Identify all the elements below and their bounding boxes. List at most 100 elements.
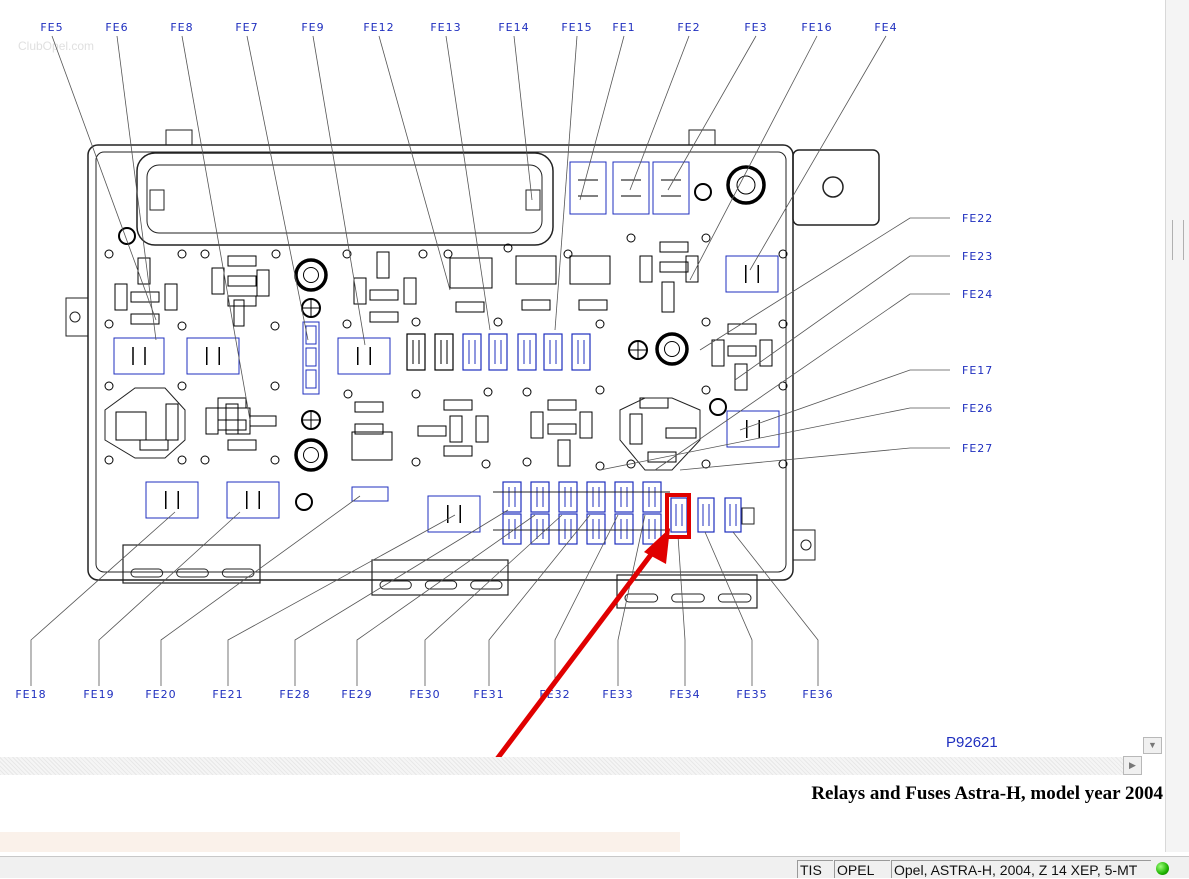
terminal <box>711 339 725 367</box>
screw-inner <box>736 175 756 195</box>
terminal <box>449 415 463 443</box>
leader-line <box>424 514 563 686</box>
terminal <box>547 423 577 435</box>
leader-line <box>617 514 646 686</box>
relay <box>427 495 481 533</box>
matrix-fuse <box>586 513 606 545</box>
terminal <box>727 323 757 335</box>
dot <box>177 455 187 465</box>
dot <box>701 233 711 243</box>
blade-fuse <box>434 333 454 371</box>
horizontal-scrollbar[interactable] <box>0 757 1140 775</box>
leader-line <box>378 35 451 291</box>
relay <box>726 410 780 448</box>
blade-fuse-pins <box>412 340 420 364</box>
leader-line <box>227 514 456 686</box>
top-fuse-pins <box>661 179 681 197</box>
dot <box>271 249 281 259</box>
terminal <box>115 411 147 441</box>
dot <box>200 455 210 465</box>
dot <box>626 459 636 469</box>
matrix-fuse <box>558 513 578 545</box>
leader-line <box>739 369 950 431</box>
bracket-slot <box>176 568 209 578</box>
small-fuse <box>351 486 389 502</box>
terminal <box>249 415 277 427</box>
terminal <box>354 423 384 435</box>
matrix-fuse-pins <box>508 487 516 507</box>
relay <box>113 337 165 375</box>
triangle-down-icon[interactable]: ▼ <box>1143 737 1162 754</box>
triangle-right-icon[interactable]: ▶ <box>1123 756 1142 775</box>
label-fe5: FE5 <box>40 21 63 34</box>
pointer-arrow <box>493 537 665 760</box>
leader-line <box>116 35 157 341</box>
blade-fuse-pins <box>549 340 557 364</box>
leader-line <box>677 535 686 686</box>
terminal <box>530 411 544 439</box>
dot <box>595 319 605 329</box>
terminal <box>227 275 257 287</box>
relay-pins <box>745 265 759 283</box>
blade-fuse <box>488 333 508 371</box>
terminal <box>139 439 169 451</box>
dot <box>104 381 114 391</box>
terminal <box>164 283 178 311</box>
matrix-rails <box>493 491 670 531</box>
left-tab-hole <box>69 311 81 323</box>
leader-line <box>704 531 753 686</box>
leader-line <box>51 35 157 321</box>
left-tab <box>65 297 89 337</box>
matrix-fuse <box>642 481 662 513</box>
leader-line <box>356 514 536 686</box>
terminal <box>351 431 393 461</box>
bracket-slot <box>379 580 412 590</box>
blade-fuse <box>517 333 537 371</box>
vertical-scrollbar[interactable] <box>1165 0 1189 852</box>
terminal <box>417 425 447 437</box>
label-fe23: FE23 <box>962 250 993 263</box>
label-fe34: FE34 <box>669 688 700 701</box>
relay-pins <box>132 347 146 365</box>
diagram-caption: Relays and Fuses Astra-H, model year 200… <box>811 783 1163 804</box>
leader-line <box>699 217 950 351</box>
clip-right <box>525 189 541 211</box>
relay-pins <box>206 347 220 365</box>
label-fe30: FE30 <box>409 688 440 701</box>
crosshair-lines <box>629 341 647 359</box>
terminal <box>165 403 179 441</box>
label-fe7: FE7 <box>235 21 258 34</box>
blade-fuse <box>543 333 563 371</box>
terminal <box>233 299 245 327</box>
leader-line <box>160 495 361 686</box>
matrix-fuse-pins <box>592 487 600 507</box>
single-fuse-pins <box>675 504 683 526</box>
bracket-slot <box>424 580 458 590</box>
fuse-box-body <box>65 129 880 609</box>
leader-line <box>513 35 533 201</box>
terminal <box>727 345 757 357</box>
terminal <box>369 311 399 323</box>
screw <box>726 165 766 205</box>
clip-left <box>149 189 165 211</box>
dot <box>595 385 605 395</box>
dot <box>701 459 711 469</box>
dot <box>522 457 532 467</box>
matrix-fuse <box>586 481 606 513</box>
matrix-fuse <box>530 481 550 513</box>
label-fe6: FE6 <box>105 21 128 34</box>
matrix-fuse-pins <box>508 519 516 539</box>
matrix-fuse <box>642 513 662 545</box>
terminal <box>665 427 697 439</box>
leader-line <box>749 35 887 271</box>
dot <box>411 457 421 467</box>
scroll-grip[interactable] <box>1172 220 1184 260</box>
leader-line <box>445 35 491 331</box>
terminal <box>130 291 160 303</box>
terminal <box>455 301 485 313</box>
dot <box>522 387 532 397</box>
leader-line <box>654 293 950 471</box>
label-fe18: FE18 <box>15 688 46 701</box>
dot <box>778 249 788 259</box>
leader-lines <box>30 35 950 686</box>
